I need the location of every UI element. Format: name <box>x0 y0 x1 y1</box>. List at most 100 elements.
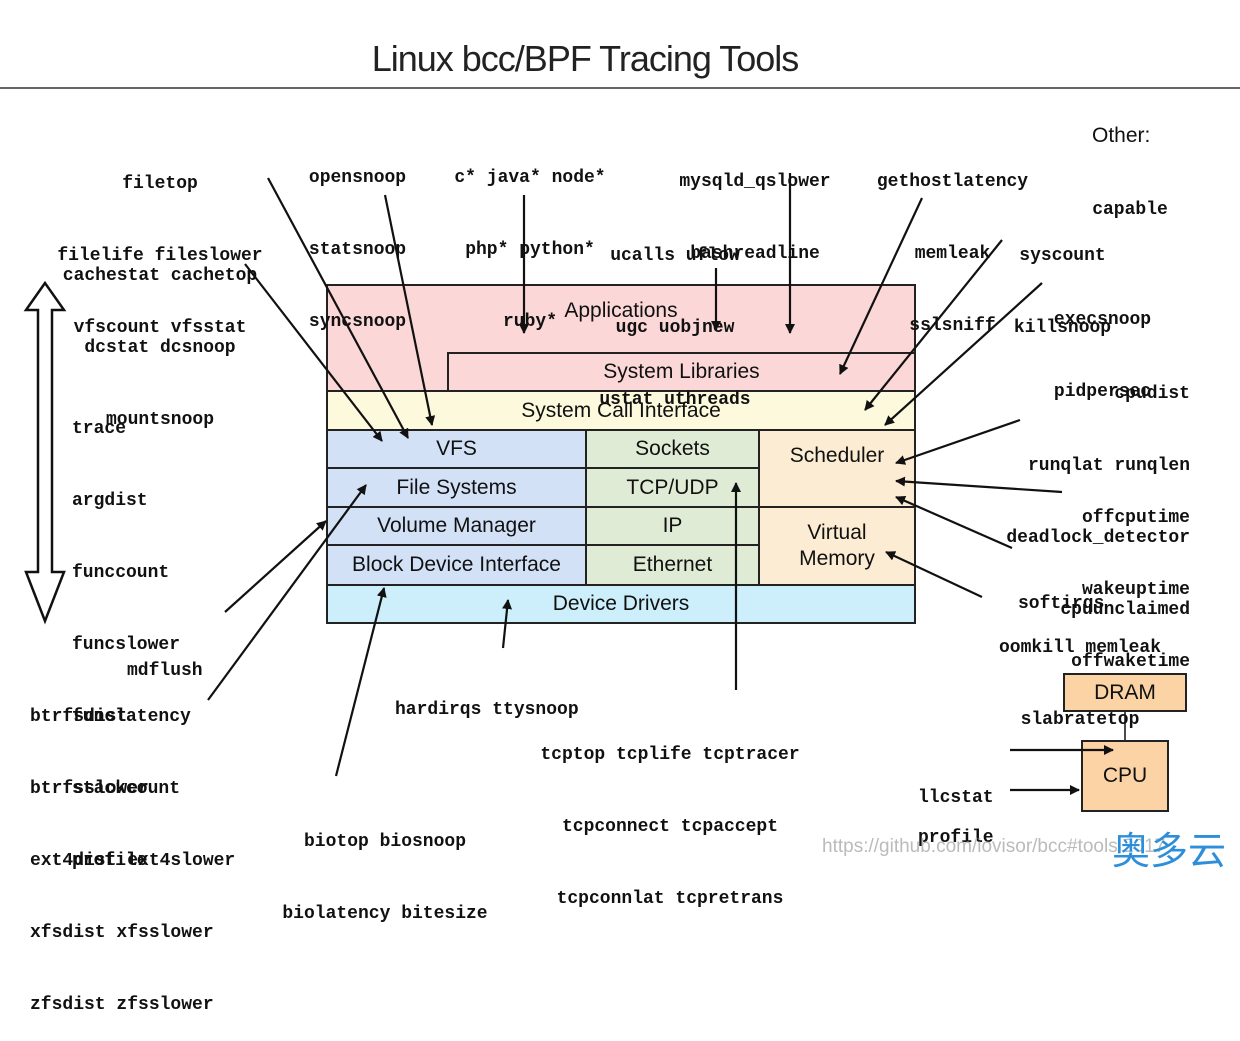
tool-line: slabratetop <box>1020 710 1140 730</box>
tool-line: deadlock_detector <box>1006 528 1190 548</box>
layer-system-call-interface: System Call Interface <box>326 390 916 431</box>
tool-line: profile <box>72 851 148 871</box>
tool-line: pidpersec <box>1053 382 1152 402</box>
arrow-cpu <box>895 418 1021 465</box>
layer-block-device-label: Block Device Interface <box>352 553 561 576</box>
tools-vfs: filetop filelife fileslower vfscount vfs… <box>20 124 300 364</box>
tools-other: capable <box>1080 150 1180 246</box>
layer-device-drivers-label: Device Drivers <box>552 592 690 615</box>
tools-softirq: softirqs <box>1018 544 1138 640</box>
arrow-syscount <box>864 239 1003 411</box>
arrow-bio <box>334 587 387 777</box>
hw-dram: DRAM <box>1063 673 1187 712</box>
arrow-offcpu <box>895 476 1063 494</box>
layer-file-systems-label: File Systems <box>396 475 517 499</box>
tool-line: ucalls uflow <box>610 246 740 266</box>
tool-line: cpuunclaimed <box>1060 600 1190 620</box>
tools-lib: gethostlatency memleak sslsniff <box>860 122 1045 362</box>
tools-generic: trace argdist funccount funcslower funcl… <box>72 369 222 897</box>
arrow-fs <box>207 484 367 701</box>
tools-cpu-profile: profile <box>918 778 1018 874</box>
layer-vm-label-1: Virtual <box>807 521 867 544</box>
tools-mem: oomkill memleak slabratetop <box>980 588 1180 756</box>
tool-line: cpudist <box>1114 384 1190 404</box>
layer-system-libraries-label: System Libraries <box>603 360 760 383</box>
tool-line: btrfsslower <box>30 779 149 799</box>
tools-llc: llcstat <box>918 738 1018 834</box>
tool-line: filetop <box>122 174 198 194</box>
layer-scheduler: Scheduler <box>758 429 916 508</box>
title-divider <box>0 87 1240 89</box>
tools-exec: execsnoop pidpersec <box>1040 260 1165 428</box>
tools-language: c* java* node* php* python* ruby* <box>430 118 630 358</box>
tools-app: mysqld_qslower bashreadline <box>660 122 850 290</box>
tool-line: funcslower <box>72 635 181 655</box>
tool-line: stackcount <box>72 779 181 799</box>
tool-line: trace <box>72 419 127 439</box>
tool-line: cachestat cachetop <box>62 266 258 286</box>
hw-dram-label: DRAM <box>1094 680 1156 704</box>
tools-md: mdflush <box>127 611 227 707</box>
tool-line: vfscount vfsstat <box>73 318 247 338</box>
tool-line: c* java* node* <box>454 168 606 188</box>
layer-block-device-interface: Block Device Interface <box>326 544 587 586</box>
layer-sockets: Sockets <box>585 429 760 469</box>
tool-line: runqlat runqlen <box>1027 456 1190 476</box>
tool-line: mountsnoop <box>105 410 215 430</box>
tool-line: xfsdist xfsslower <box>30 923 214 943</box>
arrow-exec <box>884 282 1043 426</box>
layer-sockets-label: Sockets <box>635 437 710 460</box>
layer-vfs: VFS <box>326 429 587 469</box>
diagram-title: Linux bcc/BPF Tracing Tools <box>371 38 800 79</box>
tool-line: ext4dist ext4slower <box>30 851 236 871</box>
arrow-md <box>224 520 327 613</box>
tool-line: funccount <box>72 563 170 583</box>
layer-volume-manager-label: Volume Manager <box>377 514 536 537</box>
tool-line: memleak <box>914 244 991 264</box>
double-arrow-icon <box>23 280 67 625</box>
arrow-syscall-snoop <box>383 194 436 426</box>
layer-ip-label: IP <box>662 514 683 537</box>
tools-syscount: syscount killsnoop <box>1000 196 1125 364</box>
tool-line: statsnoop <box>308 240 407 260</box>
tool-line: oomkill memleak <box>998 638 1162 658</box>
tool-line: offcputime <box>1081 508 1190 528</box>
layer-ethernet-label: Ethernet <box>632 553 713 576</box>
tool-line: offwaketime <box>1071 652 1190 672</box>
tools-offcpu: offcputime wakeuptime offwaketime <box>1030 458 1190 698</box>
layer-vfs-label: VFS <box>436 437 477 460</box>
tool-line: mdflush <box>127 661 203 681</box>
tool-line: dcstat dcsnoop <box>84 338 236 358</box>
tool-line: softirqs <box>1018 594 1105 614</box>
tool-line: capable <box>1092 200 1168 220</box>
layer-scheduler-label: Scheduler <box>789 444 885 467</box>
arrow-mem <box>885 551 983 598</box>
tool-line: filelife fileslower <box>57 246 263 266</box>
tools-cache: cachestat cachetop dcstat dcsnoop mounts… <box>20 216 300 456</box>
layer-tcp-udp: TCP/UDP <box>585 467 760 508</box>
layer-applications-label: Applications <box>564 299 678 322</box>
hw-cpu: CPU <box>1081 740 1169 812</box>
arrow-irq <box>501 599 513 649</box>
watermark: 奥多云 <box>1112 829 1227 873</box>
tool-line: zfsdist zfsslower <box>30 995 214 1015</box>
tool-line: profile <box>918 828 994 848</box>
tool-line: bashreadline <box>690 244 820 264</box>
tool-line: hardirqs ttysnoop <box>395 700 579 720</box>
tool-line: funclatency <box>72 707 191 727</box>
arrow-vfs-tools <box>267 177 409 439</box>
tool-line: llcstat <box>918 788 994 808</box>
tool-line: biolatency bitesize <box>282 904 488 924</box>
tool-line: syscount <box>1019 246 1106 266</box>
tool-line: opensnoop <box>308 168 407 188</box>
hw-cpu-label: CPU <box>1102 764 1148 787</box>
source-url: https://github.com/iovisor/bcc#tools 201… <box>822 836 1166 857</box>
arrow-cache-tools <box>244 263 383 442</box>
tool-line: killsnoop <box>1013 318 1112 338</box>
tool-line: execsnoop <box>1053 310 1152 330</box>
tool-line: gethostlatency <box>876 172 1029 192</box>
layer-tcp-udp-label: TCP/UDP <box>626 475 719 499</box>
tool-line: syncsnoop <box>308 312 407 332</box>
arrow-lib <box>839 197 923 375</box>
tool-line: mysqld_qslower <box>679 172 831 192</box>
